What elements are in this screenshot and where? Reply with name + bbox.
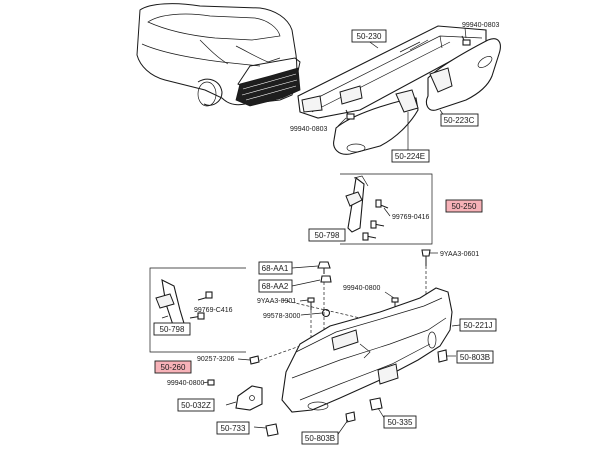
svg-text:68-AA2: 68-AA2 xyxy=(262,282,289,291)
label-99769-c416: 99769-C416 xyxy=(194,307,233,314)
svg-text:50-798: 50-798 xyxy=(315,231,340,240)
bolt-9yaa3-left xyxy=(307,297,315,310)
plug-68aa1 xyxy=(317,261,331,274)
bracket-left xyxy=(333,89,419,155)
label-50-803b-right: 50-803B xyxy=(456,350,494,364)
label-50-221j: 50-221J xyxy=(459,318,497,332)
screw-90257-3206 xyxy=(249,355,260,365)
label-99940-0803-left: 99940-0803 xyxy=(290,126,327,133)
svg-text:68-AA1: 68-AA1 xyxy=(262,264,289,273)
label-68-aa1: 68-AA1 xyxy=(258,261,293,275)
svg-text:50-335: 50-335 xyxy=(388,418,413,427)
side-bracket-right-group xyxy=(340,173,433,245)
label-50-335: 50-335 xyxy=(383,415,417,429)
label-99940-0800: 99940-0800 xyxy=(343,285,380,292)
bolt-left xyxy=(345,109,355,120)
plug-68aa2 xyxy=(320,275,332,283)
nut-9yaa3-top xyxy=(421,249,431,266)
svg-text:50-798: 50-798 xyxy=(160,325,185,334)
label-50-250: 50-250 xyxy=(445,199,483,213)
label-50-224e: 50-224E xyxy=(391,149,430,163)
bumper-cover xyxy=(281,287,453,413)
fastener-50-803b-right xyxy=(437,349,448,363)
svg-text:50-221J: 50-221J xyxy=(464,321,493,330)
label-50-032z: 50-032Z xyxy=(177,398,215,412)
label-68-aa2: 68-AA2 xyxy=(258,279,293,293)
label-99940-0803-top: 99940-0803 xyxy=(462,22,499,29)
svg-text:50-250: 50-250 xyxy=(452,202,477,211)
svg-text:50-224E: 50-224E xyxy=(395,152,425,161)
label-99578-3000: 99578-3000 xyxy=(263,313,300,320)
label-50-260: 50-260 xyxy=(154,360,192,374)
grommet-50-733 xyxy=(265,423,279,437)
side-bracket-left-group xyxy=(149,267,246,353)
fastener-50-803b-bottom xyxy=(345,411,356,423)
svg-text:50-803B: 50-803B xyxy=(305,434,335,443)
label-99769-0416: 99769-0416 xyxy=(392,214,429,221)
label-50-733: 50-733 xyxy=(216,421,250,435)
bracket-right xyxy=(425,38,501,111)
bumper-reinforcement xyxy=(297,25,487,119)
svg-text:50-733: 50-733 xyxy=(221,424,246,433)
svg-text:50-260: 50-260 xyxy=(161,363,186,372)
svg-text:50-032Z: 50-032Z xyxy=(181,401,211,410)
label-9yaa3-0901: 9YAA3-0901 xyxy=(257,298,296,305)
svg-text:50-803B: 50-803B xyxy=(460,353,490,362)
label-50-798-left: 50-798 xyxy=(153,322,191,336)
fastener-50-335 xyxy=(369,397,383,411)
label-50-223c: 50-223C xyxy=(440,113,479,127)
label-50-798-right: 50-798 xyxy=(308,228,346,242)
label-50-230: 50-230 xyxy=(351,29,387,43)
label-99940-0800-lower: 99940-0800 xyxy=(167,380,204,387)
label-9yaa3-0601: 9YAA3-0601 xyxy=(440,251,479,258)
bolt-top-right xyxy=(461,35,471,46)
svg-text:50-230: 50-230 xyxy=(357,32,382,41)
bolt-99940-0800-lower xyxy=(207,379,215,386)
label-90257-3206: 90257-3206 xyxy=(197,356,234,363)
label-50-803b-bottom: 50-803B xyxy=(301,431,339,445)
bracket-50-032z xyxy=(235,385,263,411)
car-rear-illustration xyxy=(136,3,301,107)
svg-text:50-223C: 50-223C xyxy=(444,116,475,125)
